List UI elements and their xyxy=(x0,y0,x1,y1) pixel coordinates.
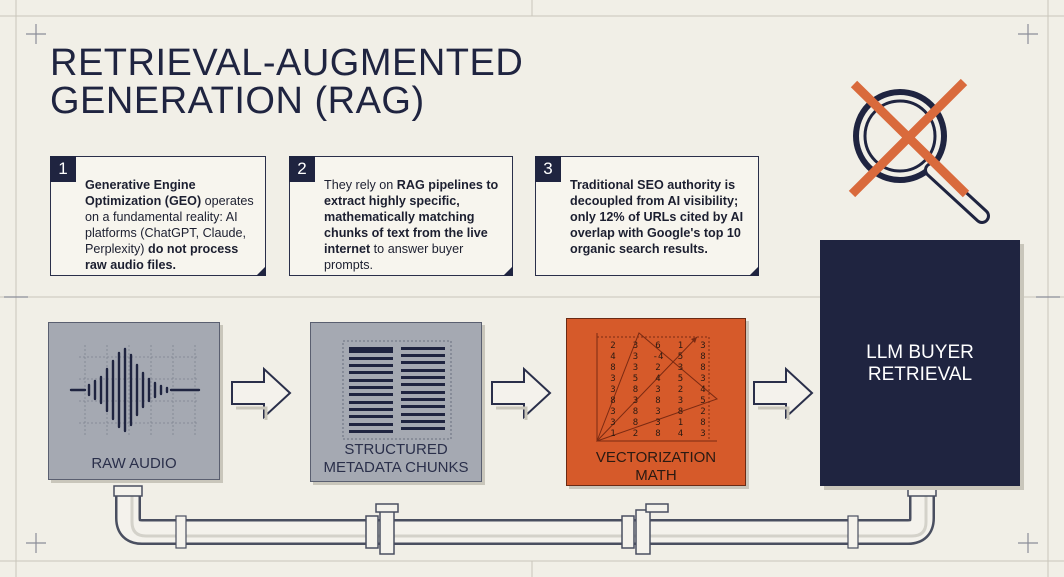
matrix-cell: 3 xyxy=(610,385,616,395)
matrix-cell: 8 xyxy=(610,363,616,373)
matrix-cell: 3 xyxy=(632,396,639,406)
matrix-cell: 3 xyxy=(677,396,684,406)
card-text-segment: RAG pipelines to extract highly specific… xyxy=(324,178,499,256)
card-text-segment: do not process raw audio files. xyxy=(85,242,239,272)
matrix-cell: 8 xyxy=(700,363,706,373)
matrix-row: 3 5 4 5 3 xyxy=(603,374,713,385)
matrix-cell: 3 xyxy=(610,407,616,417)
matrix-cell: 5 xyxy=(677,374,684,384)
metadata-label-line-2: METADATA CHUNKS xyxy=(323,459,469,476)
matrix-row: 3 8 3 2 4 xyxy=(603,385,713,396)
card-corner xyxy=(749,266,759,276)
card-corner xyxy=(256,266,266,276)
card-text: Generative Engine Optimization (GEO) ope… xyxy=(85,177,255,273)
matrix-cell: 8 xyxy=(632,385,639,395)
magnifier-crossed-icon xyxy=(848,78,990,224)
matrix-cell: 3 xyxy=(610,374,616,384)
matrix-cell: 8 xyxy=(632,418,639,428)
info-card-2: 2 They rely on RAG pipelines to extract … xyxy=(289,156,513,276)
matrix-cell: 3 xyxy=(700,429,706,439)
matrix-cell: 2 xyxy=(677,385,684,395)
page-title: RETRIEVAL-AUGMENTED GENERATION (RAG) xyxy=(50,44,523,120)
matrix-cell: 2 xyxy=(610,341,616,351)
card-number: 3 xyxy=(535,156,561,182)
matrix-row: 8 3 2 3 8 xyxy=(603,363,713,374)
matrix-cell: 8 xyxy=(632,407,639,417)
matrix-cell: 8 xyxy=(610,396,616,406)
pipe-icon xyxy=(113,485,937,555)
matrix-cell: -4 xyxy=(652,352,664,362)
flow-arrow-icon xyxy=(231,366,292,420)
matrix-cell: 2 xyxy=(700,407,706,417)
matrix-row: 4 3 -4 5 8 xyxy=(603,352,713,363)
metadata-box: STRUCTURED METADATA CHUNKS xyxy=(310,322,482,482)
matrix-cell: 8 xyxy=(700,418,706,428)
card-number: 2 xyxy=(289,156,315,182)
card-text: Traditional SEO authority is decoupled f… xyxy=(570,177,748,257)
matrix-cell: 3 xyxy=(700,374,706,384)
matrix-cell: 3 xyxy=(700,341,706,351)
card-text-segment: to answer buyer prompts. xyxy=(324,242,464,272)
vectorization-label-line-2: MATH xyxy=(635,467,677,484)
matrix-cell: 3 xyxy=(610,418,616,428)
matrix-cell: 3 xyxy=(632,341,639,351)
card-text-segment: Generative Engine Optimization (GEO) xyxy=(85,178,202,208)
card-text-segment: They rely on xyxy=(324,178,397,192)
matrix-cell: 3 xyxy=(632,363,639,373)
matrix-cell: 1 xyxy=(677,341,684,351)
matrix-cell: 4 xyxy=(700,385,706,395)
matrix-cell: 4 xyxy=(610,352,616,362)
matrix-cell: 5 xyxy=(632,374,639,384)
llm-label-line-2: RETRIEVAL xyxy=(867,364,973,385)
matrix-cell: 5 xyxy=(677,352,684,362)
matrix-cell: 8 xyxy=(655,429,661,439)
matrix-cell: 3 xyxy=(655,407,661,417)
matrix-cell: 3 xyxy=(632,352,639,362)
matrix-cell: 4 xyxy=(677,429,684,439)
card-number: 1 xyxy=(50,156,76,182)
matrix-cell: 5 xyxy=(700,396,706,406)
card-text: They rely on RAG pipelines to extract hi… xyxy=(324,177,502,273)
raw-audio-box: RAW AUDIO xyxy=(48,322,220,480)
matrix-cell: 4 xyxy=(655,374,661,384)
matrix-cell: 6 xyxy=(655,341,661,351)
matrix-cell: 2 xyxy=(655,363,661,373)
waveform-icon xyxy=(69,345,201,435)
raw-audio-label: RAW AUDIO xyxy=(91,455,177,472)
metadata-label-line-1: STRUCTURED xyxy=(344,441,448,458)
matrix-cell: 1 xyxy=(610,429,616,439)
pipe-system xyxy=(113,485,937,555)
llm-label-line-1: LLM BUYER xyxy=(866,342,974,363)
matrix-row: 3 8 3 1 8 xyxy=(603,418,713,429)
matrix-cell: 2 xyxy=(632,429,639,439)
document-grid-icon xyxy=(342,340,452,440)
vector-plot-icon xyxy=(596,332,718,442)
card-corner xyxy=(503,266,513,276)
info-card-3: 3 Traditional SEO authority is decoupled… xyxy=(535,156,759,276)
vectorization-label-line-1: VECTORIZATION xyxy=(595,449,717,466)
matrix-row: 3 8 3 8 2 xyxy=(603,407,713,418)
matrix-cell: 1 xyxy=(677,418,684,428)
flow-arrow-icon xyxy=(491,366,552,420)
matrix-row: 2 3 6 1 3 xyxy=(603,341,713,352)
flow-arrow-icon xyxy=(753,366,814,420)
title-line-2: GENERATION (RAG) xyxy=(50,80,425,122)
title-line-1: RETRIEVAL-AUGMENTED xyxy=(50,42,524,84)
matrix-cell: 8 xyxy=(677,407,684,417)
card-text-segment: Traditional SEO authority is decoupled f… xyxy=(570,178,744,256)
matrix-cell: 8 xyxy=(655,396,661,406)
matrix-row: 8 3 8 3 5 xyxy=(603,396,713,407)
matrix-cell: 8 xyxy=(700,352,706,362)
card-text-segment: operates on a fundamental reality: AI pl… xyxy=(85,194,254,256)
llm-retrieval-box: LLM BUYER RETRIEVAL xyxy=(820,240,1020,486)
matrix-cell: 3 xyxy=(677,363,684,373)
matrix-cell: 3 xyxy=(655,385,661,395)
matrix-cell: 3 xyxy=(655,418,661,428)
info-card-1: 1 Generative Engine Optimization (GEO) o… xyxy=(50,156,266,276)
